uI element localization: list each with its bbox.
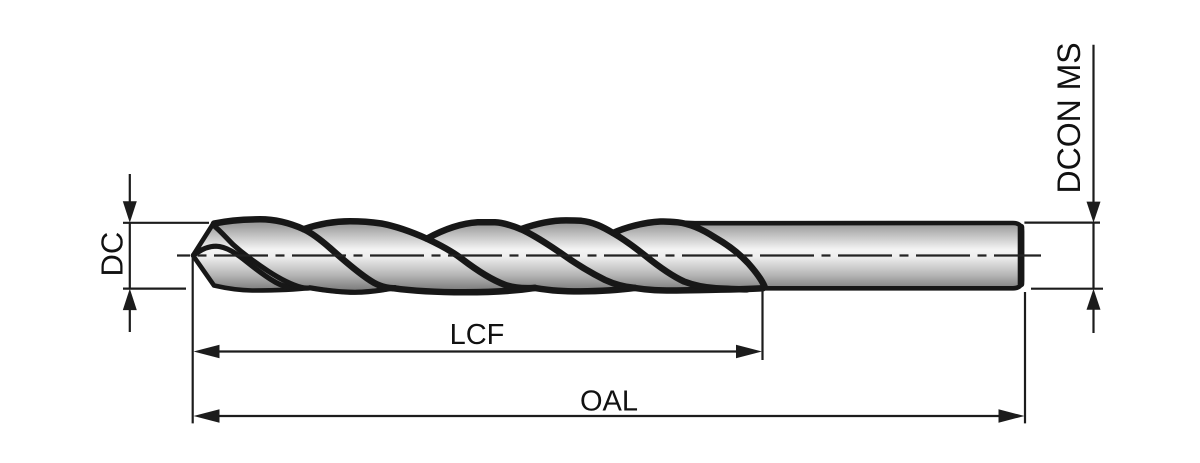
svg-text:LCF: LCF bbox=[450, 319, 505, 351]
svg-text:OAL: OAL bbox=[580, 386, 638, 418]
svg-text:DCON MS: DCON MS bbox=[1051, 42, 1087, 193]
svg-text:DC: DC bbox=[95, 232, 130, 277]
